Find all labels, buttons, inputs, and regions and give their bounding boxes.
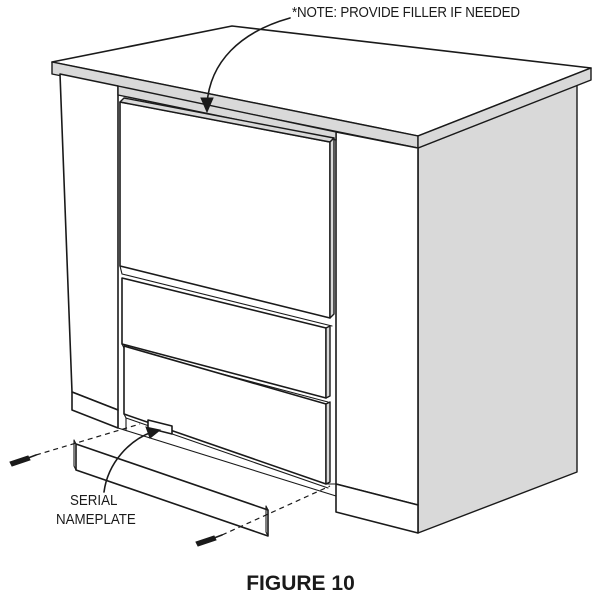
middle-drawer [121, 277, 331, 403]
right-front-panel [335, 131, 419, 534]
right-screw [195, 534, 223, 547]
serial-nameplate-label-line2: NAMEPLATE [56, 512, 136, 528]
serial-nameplate-label-line1: SERIAL [70, 493, 118, 509]
toe-kick-grille [73, 439, 269, 537]
cabinet-right-side [417, 84, 578, 534]
top-door [119, 97, 335, 327]
filler-strip [117, 85, 337, 141]
filler-note-label: *NOTE: PROVIDE FILLER IF NEEDED [292, 5, 520, 21]
left-end-panel [59, 73, 119, 429]
left-screw [9, 454, 37, 467]
figure-caption: FIGURE 10 [246, 572, 355, 595]
note-leader-arrow [200, 17, 291, 114]
countertop [51, 25, 592, 149]
serial-leader-arrow [103, 426, 162, 493]
serial-nameplate [147, 419, 173, 435]
screw-alignment-lines [35, 423, 331, 536]
